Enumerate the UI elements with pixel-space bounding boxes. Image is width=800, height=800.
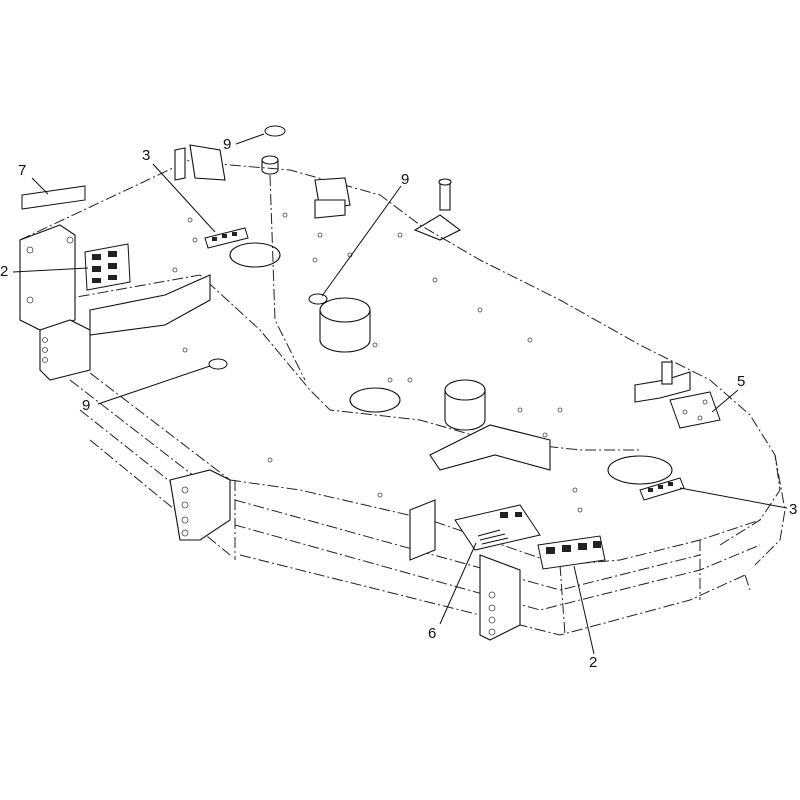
callout-6: 6 — [428, 625, 436, 642]
callout-2-right: 2 — [589, 654, 597, 671]
rear-bracket-left — [174, 144, 226, 181]
decal-3-right — [639, 477, 685, 501]
callouts: 7 3 9 9 2 9 5 3 6 2 — [0, 136, 797, 671]
callout-2-left: 2 — [0, 263, 8, 280]
pivot-post — [413, 178, 462, 241]
bolt-holes — [172, 212, 583, 513]
decal-2-left — [84, 243, 131, 291]
center-baffle — [409, 424, 551, 561]
callout-5: 5 — [737, 373, 745, 390]
deck-outline — [19, 159, 786, 636]
front-right-bracket — [479, 554, 521, 641]
decal-2-right — [537, 535, 606, 570]
callout-7: 7 — [18, 162, 26, 179]
decal-9-top — [264, 125, 286, 137]
blade-openings — [229, 242, 673, 485]
left-arm — [39, 274, 211, 381]
callout-9-lower: 9 — [82, 397, 90, 414]
callout-3-upper: 3 — [142, 147, 150, 164]
left-mount-plate — [19, 224, 76, 331]
decal-7-strip — [21, 185, 86, 210]
rear-bracket-right — [634, 361, 691, 403]
callout-9-middle: 9 — [401, 171, 409, 188]
leader-lines — [12, 133, 788, 655]
callout-3-right: 3 — [789, 501, 797, 518]
top-knob — [261, 155, 279, 175]
rear-bracket-center — [314, 177, 351, 219]
decal-9-middle — [308, 293, 328, 305]
decal-9-lower — [208, 358, 228, 370]
decal-3-upper — [204, 227, 249, 249]
callout-9-top: 9 — [223, 136, 231, 153]
decal-6-instruction — [454, 504, 541, 551]
decal-5-plate — [669, 391, 721, 429]
front-left-bracket — [169, 469, 231, 541]
